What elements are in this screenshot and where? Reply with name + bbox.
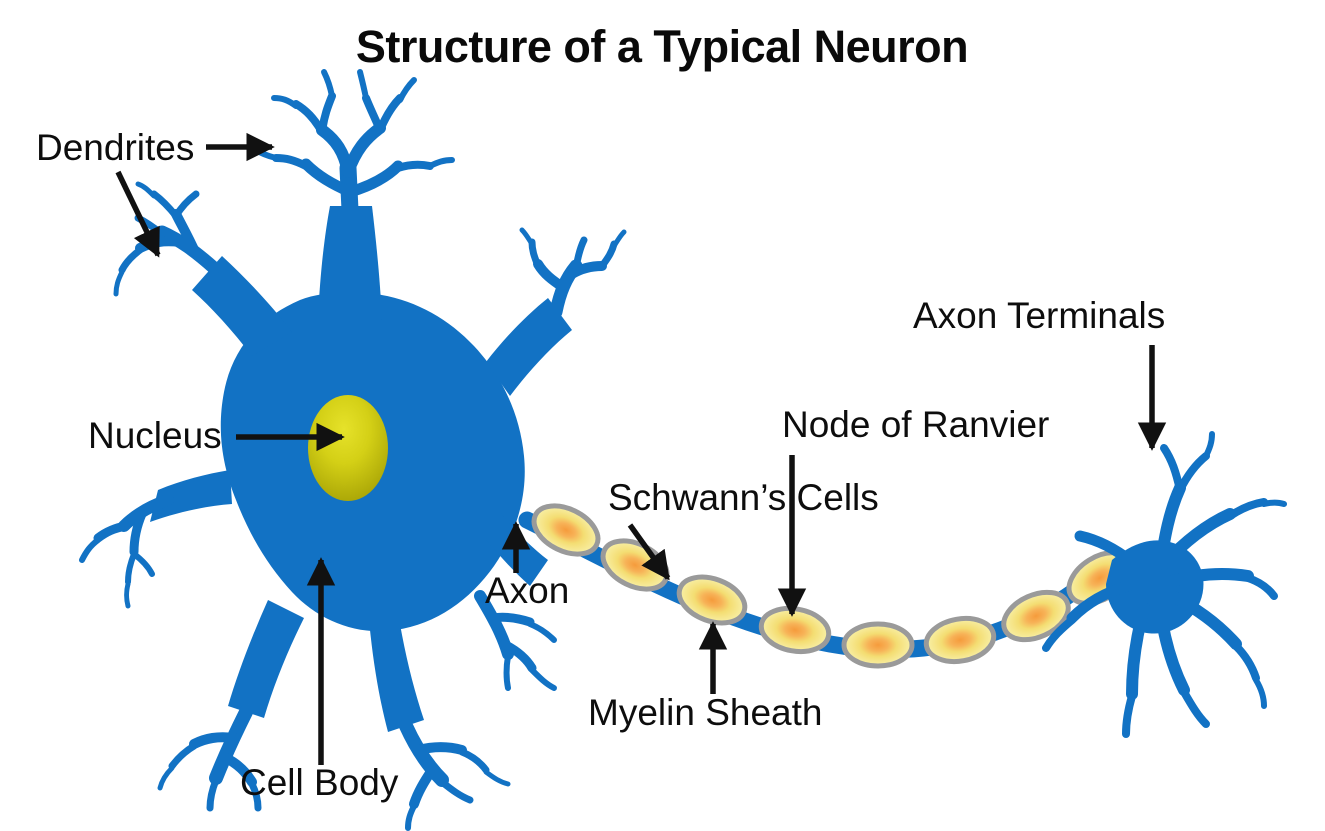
nucleus-shape xyxy=(308,395,388,501)
arrow-dendrites-diagonal xyxy=(115,170,161,258)
schwann-cell xyxy=(676,574,748,626)
schwann-cell xyxy=(1001,589,1071,643)
dendrite-upper-right xyxy=(519,227,627,319)
label-schwanns-cells: Schwann’s Cells xyxy=(608,477,879,518)
dendrite-lower-middle xyxy=(399,719,511,831)
schwann-cell xyxy=(841,621,915,669)
dendrite-lower-right xyxy=(474,590,557,691)
label-node-of-ranvier: Node of Ranvier xyxy=(782,404,1049,445)
label-axon-terminals: Axon Terminals xyxy=(913,295,1165,336)
schwann-cell xyxy=(531,503,601,557)
label-dendrites: Dendrites xyxy=(36,127,194,168)
label-axon: Axon xyxy=(485,570,569,611)
dendrite-lower-left xyxy=(157,705,262,812)
schwann-cell xyxy=(923,615,997,665)
page-title: Structure of a Typical Neuron xyxy=(356,21,968,72)
dendrite-left-lower xyxy=(79,494,174,609)
leader-lines xyxy=(115,132,1167,765)
axon-terminal-branches xyxy=(1042,431,1287,738)
label-nucleus: Nucleus xyxy=(88,415,222,456)
label-myelin-sheath: Myelin Sheath xyxy=(588,692,822,733)
label-cell-body: Cell Body xyxy=(240,762,399,803)
arrow-schwanns-cells xyxy=(627,523,671,581)
